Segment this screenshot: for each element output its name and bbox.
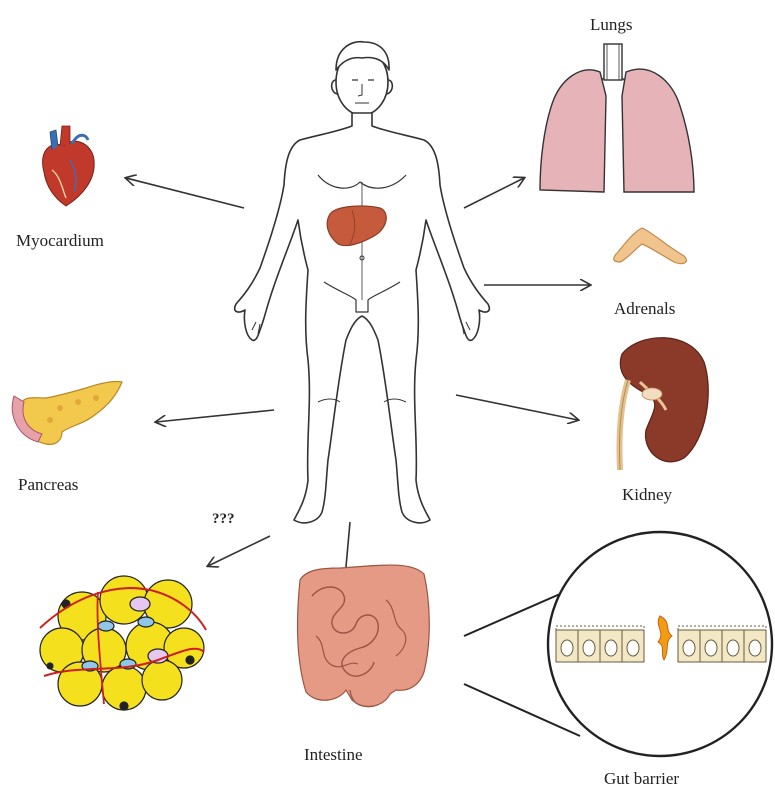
adrenals-label: Adrenals bbox=[614, 300, 675, 317]
lungs-icon bbox=[540, 44, 694, 192]
arrow-to-lungs bbox=[464, 178, 524, 208]
intestine-label: Intestine bbox=[304, 746, 363, 763]
adipose-tissue-icon bbox=[40, 576, 206, 710]
epithelium-right bbox=[678, 626, 766, 662]
kidney-icon bbox=[619, 338, 708, 470]
arrow-to-adipose bbox=[208, 536, 270, 566]
lungs-label: Lungs bbox=[590, 16, 633, 33]
arrow-to-myocardium bbox=[126, 178, 244, 208]
human-body-icon bbox=[235, 42, 490, 523]
body-outline bbox=[235, 113, 490, 523]
heart-icon bbox=[43, 126, 95, 206]
kidney-label: Kidney bbox=[622, 486, 672, 503]
arrow-to-pancreas bbox=[156, 410, 274, 422]
unknown-label: ??? bbox=[212, 512, 235, 527]
adrenal-gland-icon bbox=[614, 228, 687, 264]
intestine-icon bbox=[298, 565, 430, 707]
pancreas-icon bbox=[12, 381, 122, 444]
gut-barrier-label: Gut barrier bbox=[604, 770, 679, 787]
myocardium-label: Myocardium bbox=[16, 232, 104, 249]
arrow-to-kidney bbox=[456, 395, 578, 420]
epithelium-left bbox=[556, 626, 644, 662]
pancreas-label: Pancreas bbox=[18, 476, 78, 493]
